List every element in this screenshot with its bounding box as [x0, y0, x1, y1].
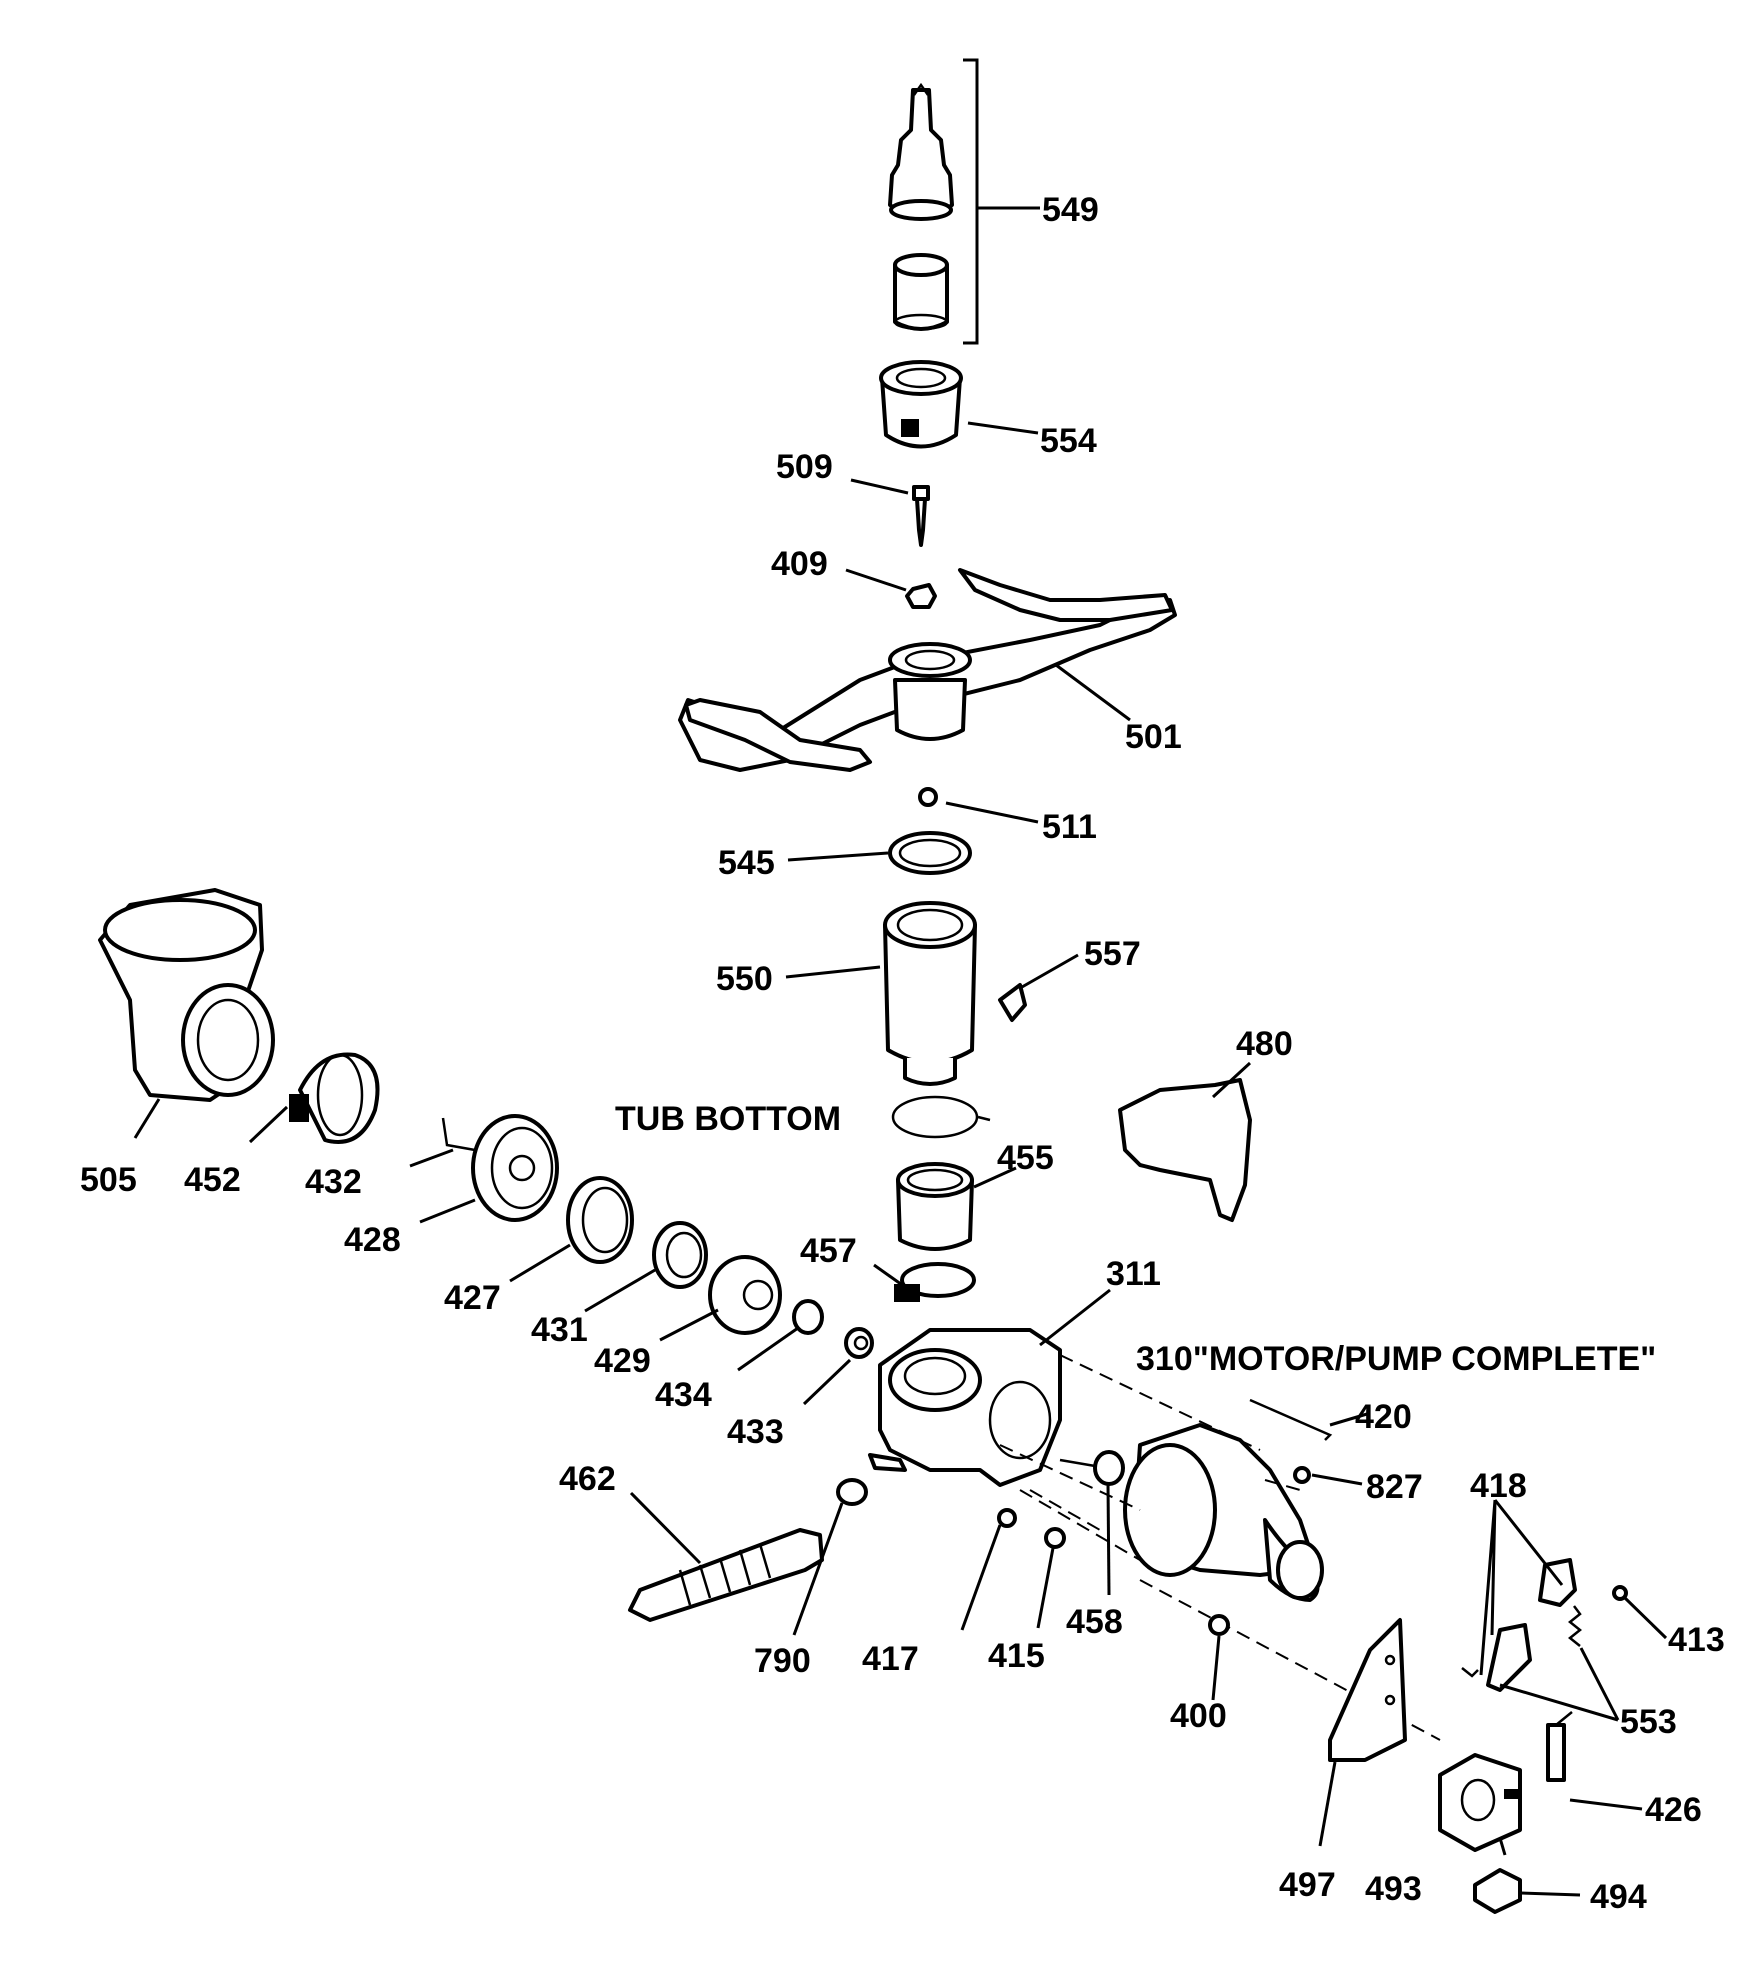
switch-bracket-part	[1486, 1558, 1628, 1692]
label-432: 432	[305, 1163, 362, 1201]
label-429: 429	[594, 1342, 651, 1380]
retainer-part	[652, 1221, 708, 1289]
nut-415-part	[1044, 1527, 1066, 1549]
label-545: 545	[718, 844, 775, 882]
label-428: 428	[344, 1221, 401, 1259]
leader-lines	[133, 206, 1668, 1897]
screw-part	[912, 485, 930, 547]
label-497: 497	[1279, 1866, 1336, 1904]
motor-bracket-part	[1328, 1618, 1407, 1762]
label-511: 511	[1042, 808, 1097, 846]
shield-part	[1118, 1078, 1252, 1222]
label-310-motor-pump-complete: 310"MOTOR/PUMP COMPLETE"	[1136, 1340, 1656, 1378]
label-427: 427	[444, 1279, 501, 1317]
small-nut-part	[918, 787, 938, 807]
motor-part	[1123, 1423, 1324, 1602]
label-431: 431	[531, 1311, 588, 1349]
label-493: 493	[1365, 1870, 1422, 1908]
label-494: 494	[1590, 1878, 1647, 1916]
spring-part	[1461, 1605, 1583, 1678]
clip-part	[998, 983, 1027, 1022]
screw-400-part	[1208, 1614, 1230, 1636]
coupling-part	[879, 360, 963, 449]
label-501: 501	[1125, 718, 1182, 756]
label-420: 420	[1355, 1398, 1412, 1436]
label-426: 426	[1645, 1791, 1702, 1829]
screw-827-part	[1293, 1466, 1311, 1484]
label-311: 311	[1106, 1255, 1161, 1293]
label-480: 480	[1236, 1025, 1293, 1063]
washer-417-part	[997, 1508, 1017, 1528]
tub-bottom-ring	[891, 1095, 991, 1139]
label-553: 553	[1620, 1703, 1677, 1741]
grommet-part	[1059, 1450, 1125, 1486]
clamp-790-part	[836, 1478, 868, 1506]
spring-clip-part	[1249, 1398, 1333, 1441]
label-434: 434	[655, 1376, 712, 1414]
hose-clamp-part	[894, 1262, 976, 1302]
label-457: 457	[800, 1232, 857, 1270]
label-509: 509	[776, 448, 833, 486]
seal-part	[896, 1162, 974, 1251]
label-462: 462	[559, 1460, 616, 1498]
pump-impeller-part	[708, 1255, 782, 1335]
pump-housing-part	[868, 1328, 1062, 1487]
nut-part	[905, 583, 937, 609]
label-409: 409	[771, 545, 828, 583]
solenoid-part	[1438, 1753, 1522, 1852]
label-418: 418	[1470, 1467, 1527, 1505]
label-tub-bottom: TUB BOTTOM	[615, 1100, 841, 1138]
label-413: 413	[1668, 1621, 1725, 1659]
label-550: 550	[716, 960, 773, 998]
strainer-housing-part	[883, 901, 977, 1086]
label-505: 505	[80, 1161, 137, 1199]
label-549: 549	[1042, 191, 1099, 229]
spray-tower-bracket	[963, 58, 979, 345]
label-400: 400	[1170, 1697, 1227, 1735]
label-554: 554	[1040, 422, 1097, 460]
label-827: 827	[1366, 1468, 1423, 1506]
label-458: 458	[1066, 1603, 1123, 1641]
spray-tower-upper-part	[888, 82, 954, 221]
label-433: 433	[727, 1413, 784, 1451]
assembly-dashed-lines	[999, 1354, 1441, 1741]
label-417: 417	[862, 1640, 919, 1678]
ring-part	[888, 831, 972, 875]
solenoid-cover-part	[1473, 1868, 1522, 1914]
label-455: 455	[997, 1139, 1054, 1177]
label-452: 452	[184, 1161, 241, 1199]
wire-part	[441, 1117, 476, 1152]
pin-part	[1546, 1711, 1573, 1782]
bushing-part	[792, 1299, 824, 1335]
sump-part	[98, 888, 275, 1102]
spray-arm-part	[678, 568, 1177, 772]
label-790: 790	[754, 1642, 811, 1680]
label-415: 415	[988, 1637, 1045, 1675]
clamp-part	[289, 1052, 380, 1144]
spray-tower-sleeve-part	[893, 253, 949, 331]
impeller-part	[471, 1114, 559, 1222]
washer-part	[844, 1327, 874, 1359]
label-557: 557	[1084, 935, 1141, 973]
drain-hose-part	[628, 1528, 824, 1622]
seal-ring-part	[566, 1176, 634, 1264]
